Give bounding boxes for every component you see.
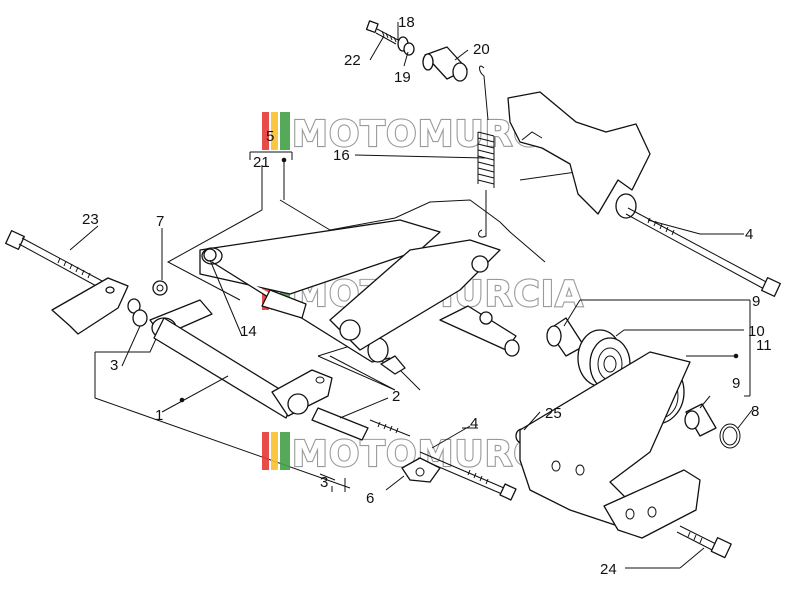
part-bracket-plate-left	[51, 277, 129, 335]
leader-lines	[69, 22, 753, 569]
callout-16: 16	[333, 147, 350, 164]
callout-24: 24	[600, 561, 617, 578]
callout-14: 14	[240, 323, 257, 340]
part-8-circlip	[719, 423, 741, 449]
callout-23: 23	[82, 211, 99, 228]
callout-5: 5	[266, 128, 274, 145]
part-1-shaft	[149, 299, 333, 419]
reference-dots	[179, 157, 739, 403]
part-7-nut	[152, 280, 168, 296]
callout-4: 4	[470, 415, 478, 432]
part-plate-lower-right	[603, 469, 701, 539]
part-24-bolt	[676, 525, 732, 559]
part-9-bushing-lower	[684, 403, 717, 437]
part-19-nut	[403, 42, 415, 56]
callout-6: 6	[366, 490, 374, 507]
callout-9: 9	[732, 375, 740, 392]
callout-21: 21	[253, 154, 270, 171]
part-2-stud	[311, 407, 411, 441]
part-22-bolt	[365, 20, 399, 45]
part-14-bushing	[203, 248, 217, 262]
callout-11: 11	[756, 337, 772, 354]
part-21-link-arm	[199, 219, 501, 375]
callout-3: 3	[110, 357, 118, 374]
part-6-washer	[401, 457, 441, 483]
callout-18: 18	[398, 14, 415, 31]
callout-8: 8	[751, 403, 759, 420]
part-20-spacer	[422, 46, 468, 82]
callout-2: 2	[392, 388, 400, 405]
callout-10: 10	[748, 323, 765, 340]
part-4-bracket	[507, 91, 651, 219]
part-pin	[439, 305, 520, 357]
callout-9: 9	[752, 293, 760, 310]
part-23-bolt	[5, 230, 105, 289]
callout-labels: 18 22 20 19 5 16 21 23 7 4 9 10 11 14 3 …	[82, 14, 772, 578]
part-4-bolt-middle	[417, 451, 517, 501]
callout-22: 22	[344, 52, 361, 69]
part-4-long-bolt	[625, 207, 781, 297]
callout-4: 4	[745, 226, 753, 243]
assembly-outline	[94, 169, 601, 489]
part-3-bushing	[127, 298, 148, 327]
callout-1: 1	[155, 407, 163, 424]
callout-3: 3	[320, 474, 328, 491]
callout-25: 25	[545, 405, 562, 422]
callout-7: 7	[156, 213, 164, 230]
callout-20: 20	[473, 41, 490, 58]
callout-19: 19	[394, 69, 411, 86]
